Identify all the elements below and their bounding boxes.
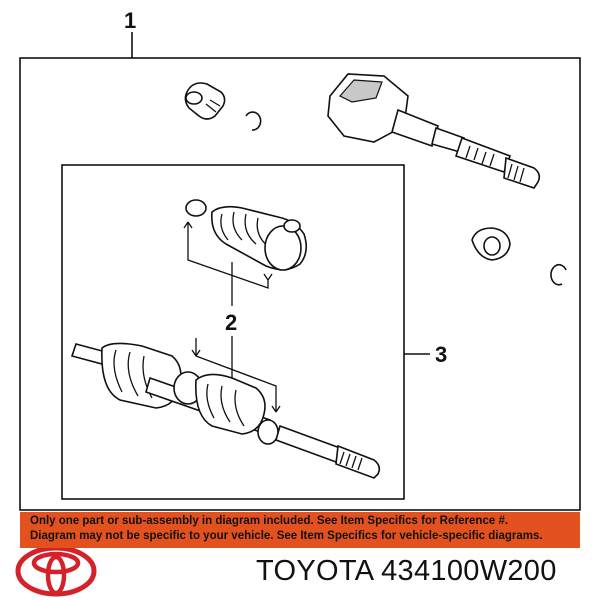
callout-3: 3 <box>435 342 447 367</box>
disclaimer-line-1: Only one part or sub-assembly in diagram… <box>30 515 509 527</box>
drive-shaft-assembly <box>70 342 381 479</box>
callout-1: 1 <box>124 8 136 33</box>
outer-frame <box>19 57 581 511</box>
inner-frame <box>61 164 405 500</box>
brand-name: TOYOTA <box>256 555 373 587</box>
disclaimer-line-2: Diagram may not be specific to your vehi… <box>30 530 543 542</box>
callout-2: 2 <box>225 310 237 335</box>
grease-fitting <box>184 82 226 120</box>
callout-2-bracket-top <box>183 221 273 289</box>
cv-joint-outer <box>327 73 541 189</box>
snap-ring-right <box>550 263 567 286</box>
axle-nut <box>471 227 511 261</box>
toyota-logo-icon <box>15 545 97 597</box>
part-label: TOYOTA 434100W200 <box>256 555 557 588</box>
part-number: 434100W200 <box>381 555 557 587</box>
disclaimer-banner: Only one part or sub-assembly in diagram… <box>20 512 580 548</box>
snap-ring-top <box>245 111 262 131</box>
callout-2-bracket-bottom <box>191 338 281 413</box>
boot-kit <box>185 199 308 271</box>
